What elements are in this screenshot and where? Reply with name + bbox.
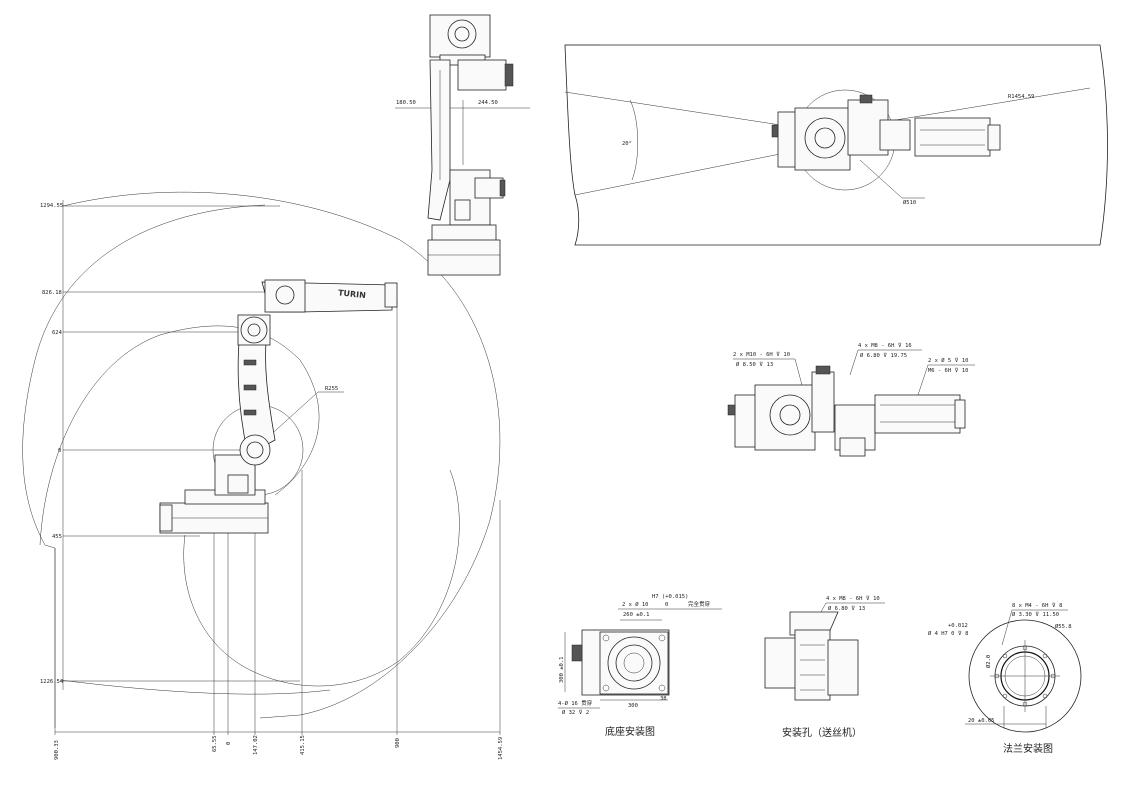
dim-label-bottom-2: 65.55 [212,735,218,752]
dim-label-1294: 1294.55 [40,203,63,209]
side-view: 1294.55 826.18 624 0 455 1226.54 900.33 … [22,191,504,760]
workspace-envelope-lower [183,469,460,687]
callout-3-line2: M6 - 6H ⊽ 10 [928,367,968,374]
callout-1-line2: Ø 8.50 ⊽ 13 [736,361,773,368]
top-diameter-label: Ø510 [903,199,916,206]
r255-label: R255 [325,386,338,392]
top-angle-label: 20° [622,141,632,147]
flange-holes-2: Ø 3.30 ⊽ 11.50 [1012,611,1059,618]
flange-view: +0.012 Ø 4 H7 0 ⊽ 8 8 x M4 - 6H ⊽ 8 Ø 3.… [928,602,1082,755]
flange-caption: 法兰安装图 [1003,742,1053,755]
base-pin-holes: 2 x Ø 10 [622,601,649,608]
dim-label-bottom-5: 415.15 [300,735,306,755]
base-dim-small: 38 [660,696,667,702]
callout-2-line2: Ø 6.80 ⊽ 19.75 [860,352,907,359]
dim-label-bottom-4: 147.02 [253,735,259,755]
base-dim-300h: 300 [628,703,638,709]
flange-tol: +0.012 [948,623,968,629]
feeder-part [764,611,859,701]
flange-holes-1: 8 x M4 - 6H ⊽ 8 [1012,602,1062,609]
callout-2-line1: 4 x M8 - 6H ⊽ 16 [858,342,912,349]
dim-label-bottom-7: 1454.59 [498,737,504,760]
dim-label-bottom-3: 0 [226,742,232,745]
base-bolt-holes-2: Ø 32 ⊽ 2 [562,709,589,716]
flange-outer [968,619,1082,733]
robot-side: TURIN [159,279,398,534]
robot-holes [727,365,966,457]
base-bolt-holes-1: 4-Ø 16 贯穿 [558,699,593,707]
flange-diameter: Ø55.8 [1055,623,1072,630]
front-dim-left: 180.50 [396,100,416,106]
dim-label-624: 624 [52,330,63,336]
workspace-envelope-left [22,204,266,728]
flange-bottom-dim: 20 ±0.05 [968,718,995,724]
base-caption: 底座安装图 [605,725,655,738]
dim-label-826: 826.18 [42,290,62,296]
arm-logo: TURIN [338,288,367,300]
base-dim-300v: 300 ±0.1 [559,657,565,684]
holes-view: 2 x M10 - 6H ⊽ 10 Ø 8.50 ⊽ 13 4 x M8 - 6… [727,342,975,457]
feeder-line1: 4 x M8 - 6H ⊽ 10 [826,595,880,602]
top-radius-label: R1454.59 [1008,94,1035,100]
robot-front [427,14,514,276]
base-tol-bottom: 0 [665,602,668,608]
base-tol-note: 完全贯穿 [688,600,711,608]
front-dim-right: 244.50 [478,100,498,106]
dim-label-1226: 1226.54 [40,679,64,685]
dim-label-455: 455 [52,534,62,540]
robot-top [771,94,1001,171]
callout-3-line1: 2 x Ø 5 ⊽ 10 [928,357,968,364]
top-workspace-envelope [564,44,1108,246]
dim-label-bottom-1: 900.33 [54,740,60,760]
workspace-envelope-bottom [59,679,331,695]
feeder-line2: Ø 6.80 ⊽ 13 [828,605,865,612]
dim-label-bottom-6: 900 [395,738,401,748]
workspace-envelope-inner [39,325,320,546]
dim-label-0: 0 [58,448,61,454]
callout-1-line1: 2 x M10 - 6H ⊽ 10 [733,351,790,358]
front-view: 180.50 244.50 [395,14,530,276]
flange-pcd: Ø2.0 [985,655,992,668]
flange-tol2: Ø 4 H7 0 ⊽ 8 [928,630,968,637]
feeder-caption: 安装孔（送丝机） [782,726,862,739]
base-dim-260: 260 ±0.1 [623,612,650,618]
base-view: H7 (+0.015) 0 完全贯穿 2 x Ø 10 260 ±0.1 300… [558,594,722,738]
base-tol-top: H7 (+0.015) [652,594,688,600]
workspace-envelope-outer [62,191,501,719]
top-view: 20° R1454.59 Ø510 [564,44,1108,246]
feeder-view: 4 x M8 - 6H ⊽ 10 Ø 6.80 ⊽ 13 安装孔（送丝机） [764,595,885,739]
